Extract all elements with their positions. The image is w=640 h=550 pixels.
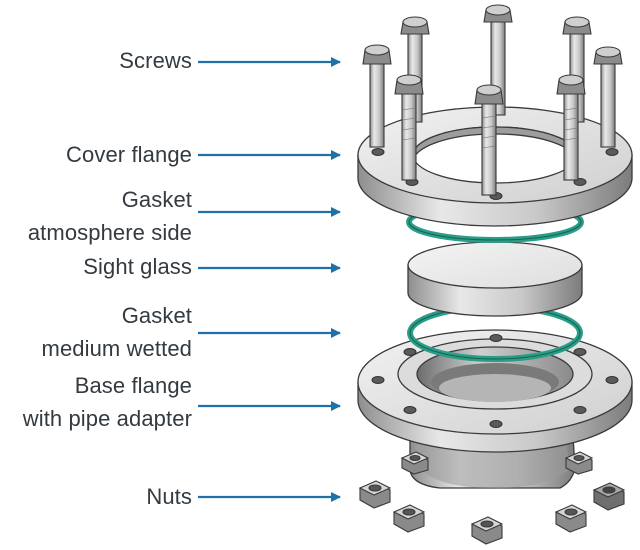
label-screws: Screws bbox=[119, 44, 192, 77]
leader-arrows bbox=[198, 57, 341, 502]
screw bbox=[593, 46, 623, 148]
label-base-flange: Base flange with pipe adapter bbox=[23, 369, 192, 435]
label-gasket-atmosphere-line2: atmosphere side bbox=[27, 220, 192, 245]
label-base-flange-line2: with pipe adapter bbox=[22, 406, 192, 431]
nut bbox=[358, 480, 392, 509]
label-cover-flange-text: Cover flange bbox=[66, 142, 192, 167]
base-flange-bolt-holes bbox=[371, 334, 619, 428]
label-gasket-medium-wetted: Gasket medium wetted bbox=[42, 299, 192, 365]
label-sight-glass-text: Sight glass bbox=[83, 254, 192, 279]
sight-glass bbox=[407, 241, 583, 317]
nuts bbox=[358, 451, 626, 545]
screws bbox=[362, 4, 623, 196]
screw bbox=[556, 74, 586, 181]
nut bbox=[470, 516, 504, 545]
label-nuts: Nuts bbox=[146, 480, 192, 513]
label-gasket-medium-line2: medium wetted bbox=[41, 336, 192, 361]
nut bbox=[400, 451, 430, 475]
nut bbox=[392, 504, 426, 533]
nut bbox=[592, 482, 626, 511]
label-screws-text: Screws bbox=[119, 48, 192, 73]
nut bbox=[564, 451, 594, 475]
label-gasket-atmosphere-side: Gasket atmosphere side bbox=[28, 183, 192, 249]
nut bbox=[554, 504, 588, 533]
screw bbox=[474, 84, 504, 196]
label-gasket-medium-line1: Gasket bbox=[121, 303, 192, 328]
base-flange bbox=[357, 329, 633, 489]
label-cover-flange: Cover flange bbox=[66, 138, 192, 171]
label-base-flange-line1: Base flange bbox=[74, 373, 192, 398]
screw bbox=[362, 44, 392, 148]
screw bbox=[394, 74, 424, 181]
label-gasket-atmosphere-line1: Gasket bbox=[121, 187, 192, 212]
label-sight-glass: Sight glass bbox=[83, 250, 192, 283]
label-nuts-text: Nuts bbox=[146, 484, 192, 509]
